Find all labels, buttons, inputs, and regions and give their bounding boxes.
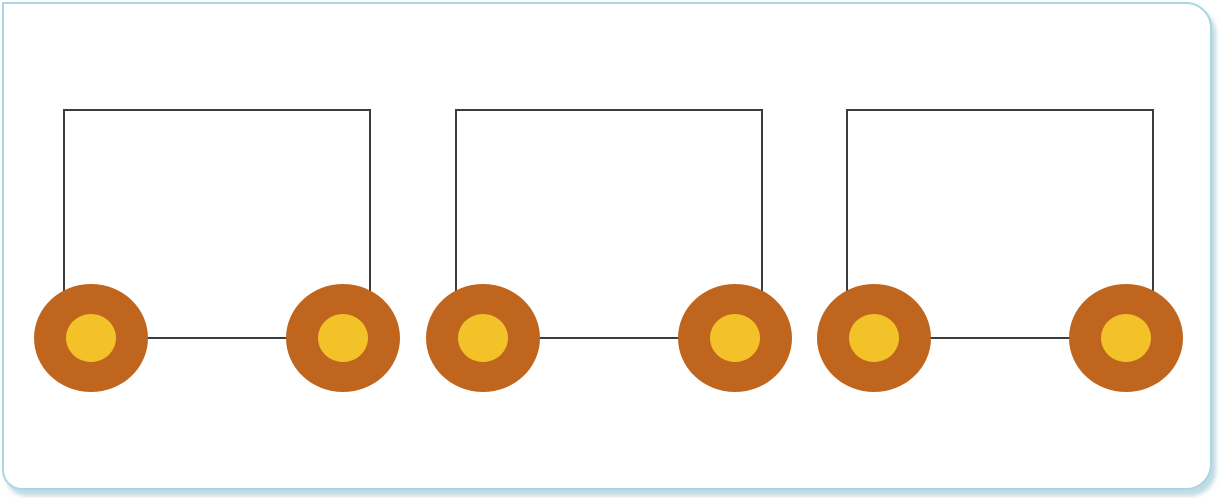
circuit-unit-2 [426,109,792,392]
ring-icon [426,284,540,392]
frame-line [63,109,371,338]
ring-icon [678,284,792,392]
diagram-panel [2,2,1212,490]
inner-dot [66,314,116,362]
ring-icon [817,284,931,392]
inner-dot [458,314,508,362]
frame-line [455,109,763,338]
inner-dot [849,314,899,362]
circuit-units [34,109,1183,392]
circuit-unit-1 [34,109,400,392]
ring-icon [1069,284,1183,392]
frame-line [846,109,1154,338]
ring-icon [34,284,148,392]
ring-icon [286,284,400,392]
circuit-unit-3 [817,109,1183,392]
inner-dot [318,314,368,362]
inner-dot [710,314,760,362]
inner-dot [1101,314,1151,362]
